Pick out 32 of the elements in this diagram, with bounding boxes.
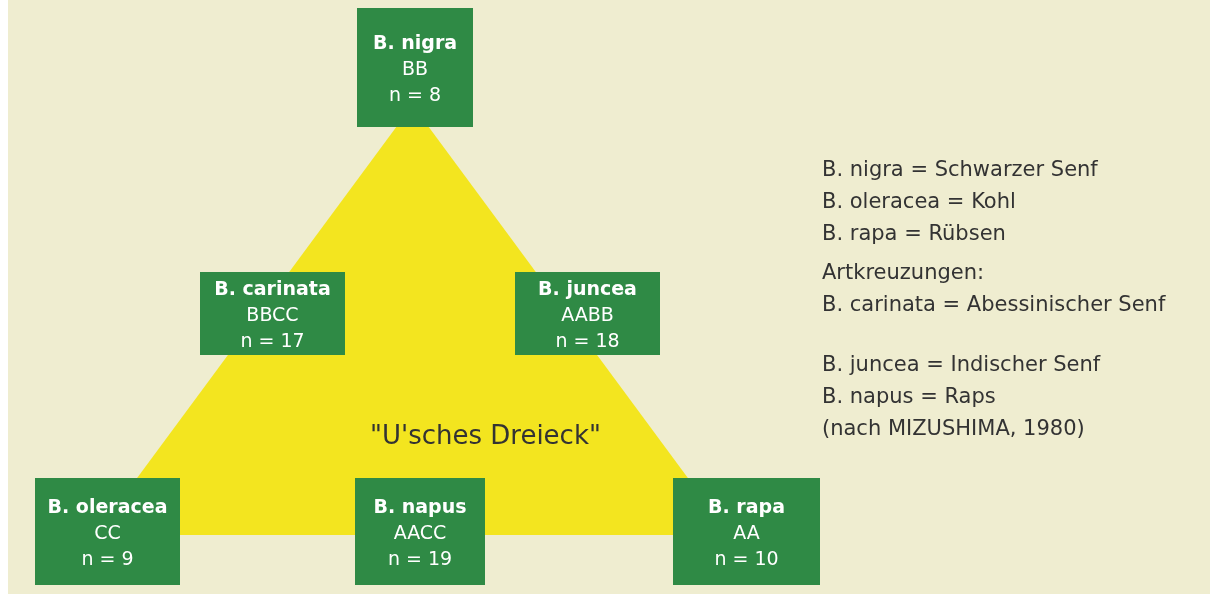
species-name: B. oleracea (46, 493, 169, 519)
species-name: B. juncea (537, 275, 638, 301)
legend-note: B. rapa = Rübsen (822, 220, 1007, 247)
legend-note: B. nigra = Schwarzer Senf (822, 156, 1099, 183)
legend-note: B. juncea = Indischer Senf (822, 351, 1102, 378)
species-box (515, 272, 660, 355)
genome-label: AA (732, 519, 761, 545)
chromosome-count: n = 10 (713, 545, 780, 571)
chromosome-count: n = 19 (386, 545, 454, 571)
genome-label: AABB (560, 301, 615, 327)
species-name: B. rapa (707, 493, 786, 519)
legend-note: B. napus = Raps (822, 383, 997, 410)
species-box (35, 478, 180, 585)
legend-note: B. carinata = Abessinischer Senf (822, 291, 1167, 318)
genome-label: CC (93, 519, 122, 545)
genome-label: BBCC (245, 301, 300, 327)
species-name: B. nigra (371, 29, 459, 55)
species-box (355, 478, 485, 585)
legend-note: (nach MIZUSHIMA, 1980) (822, 415, 1086, 442)
species-name: B. carinata (213, 275, 332, 301)
species-name: B. napus (372, 493, 468, 519)
chromosome-count: n = 9 (80, 545, 135, 571)
chromosome-count: n = 8 (387, 81, 443, 107)
genome-label: BB (400, 55, 430, 81)
note-heading: Artkreuzungen: (822, 259, 986, 286)
genome-label: AACC (392, 519, 448, 545)
legend-note: B. oleracea = Kohl (822, 188, 1017, 215)
species-box (673, 478, 820, 585)
triangle-label: "U'sches Dreieck" (370, 420, 601, 450)
chromosome-count: n = 18 (554, 327, 621, 353)
chromosome-count: n = 17 (239, 327, 306, 353)
species-box (357, 8, 473, 127)
